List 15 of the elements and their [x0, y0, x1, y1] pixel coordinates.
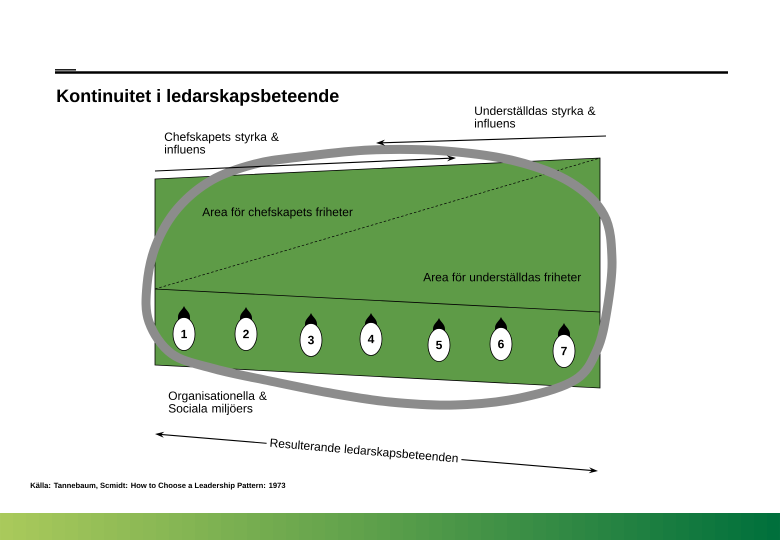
numbered-pin: 7 — [552, 323, 576, 368]
freedom-area-panel — [154, 158, 600, 388]
numbered-pin: 5 — [428, 318, 450, 362]
arrow-label: Underställdas styrka & influens — [475, 106, 596, 128]
numbered-pin: 6 — [490, 317, 512, 361]
arrow-label: Chefskapets styrka & influens — [164, 132, 279, 154]
numbered-pin: 4 — [360, 313, 382, 356]
numbered-pin: 3 — [300, 313, 322, 357]
ring-label: Organisationella & Sociala miljöers — [168, 391, 267, 415]
title: Kontinuitet i ledarskapsbeteende — [57, 88, 339, 106]
numbered-pin: 1 — [172, 306, 196, 351]
arrow-label: Resulterande ledarskapsbeteenden — [266, 434, 462, 468]
numbered-pin: 2 — [234, 307, 258, 351]
area-label: Area för underställdas friheter — [423, 272, 582, 282]
area-label: Area för chefskapets friheter — [202, 207, 353, 219]
